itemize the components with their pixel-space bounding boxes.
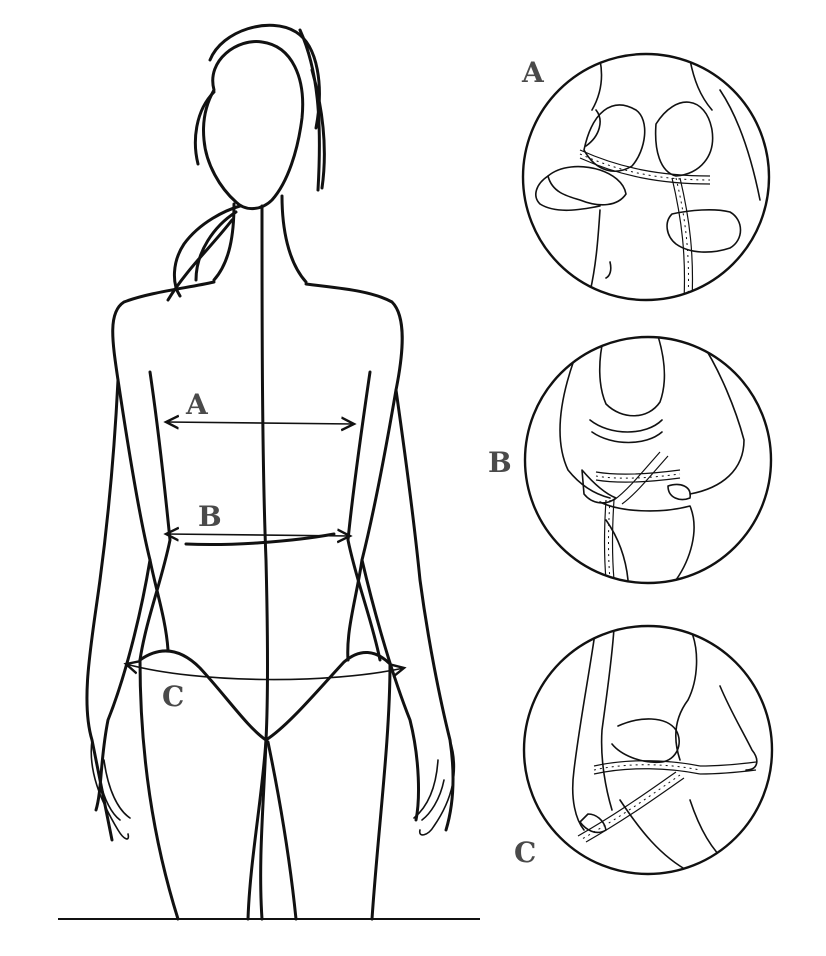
panel-label-c: C (514, 836, 536, 869)
measure-line-c (126, 664, 404, 681)
panel-c: C (514, 624, 774, 876)
measure-line-a (166, 422, 354, 424)
hair (193, 23, 326, 192)
hand-right (413, 739, 456, 836)
body-label-a: A (185, 388, 209, 421)
panel-a: A (521, 52, 771, 302)
hand-left (90, 739, 131, 840)
panel-a-circle (521, 52, 771, 302)
torso-side-left (138, 370, 172, 662)
neck (212, 194, 308, 284)
body-figure: A B C (58, 23, 480, 921)
panel-b-circle (523, 335, 773, 585)
arm-right (360, 388, 455, 832)
torso-right-outline (304, 282, 404, 662)
center-line (246, 204, 269, 921)
body-label-b: B (198, 500, 222, 533)
leg-right (266, 662, 392, 921)
panel-label-a: A (521, 56, 545, 89)
torso-left-outline (111, 280, 216, 652)
panel-label-b: B (488, 446, 512, 479)
head-outline (202, 40, 305, 210)
panel-b: B (488, 335, 773, 585)
arm-left (85, 378, 152, 842)
body-label-c: C (162, 680, 184, 713)
measure-line-b (166, 534, 350, 536)
leg-left (138, 658, 268, 921)
